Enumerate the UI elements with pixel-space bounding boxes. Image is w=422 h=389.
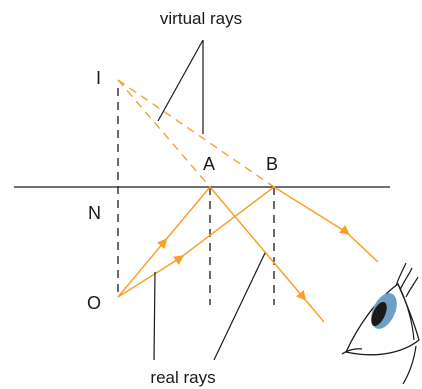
virtual-ray-to-a [118, 80, 210, 187]
real-ray-o-to-a [118, 187, 210, 297]
real-rays-leader-2 [214, 253, 265, 360]
point-a-label: A [203, 154, 215, 174]
image-point-label: I [96, 68, 101, 88]
real-rays-leader-1 [154, 272, 155, 360]
object-point-label: O [87, 293, 101, 313]
virtual-rays-label: virtual rays [160, 9, 242, 28]
real-rays-label: real rays [150, 368, 215, 387]
point-b-label: B [266, 154, 278, 174]
normal-point-label: N [88, 203, 101, 223]
refracted-ray-from-b [274, 187, 378, 262]
virtual-rays-leader-1 [158, 40, 203, 121]
eye-icon [342, 263, 419, 384]
